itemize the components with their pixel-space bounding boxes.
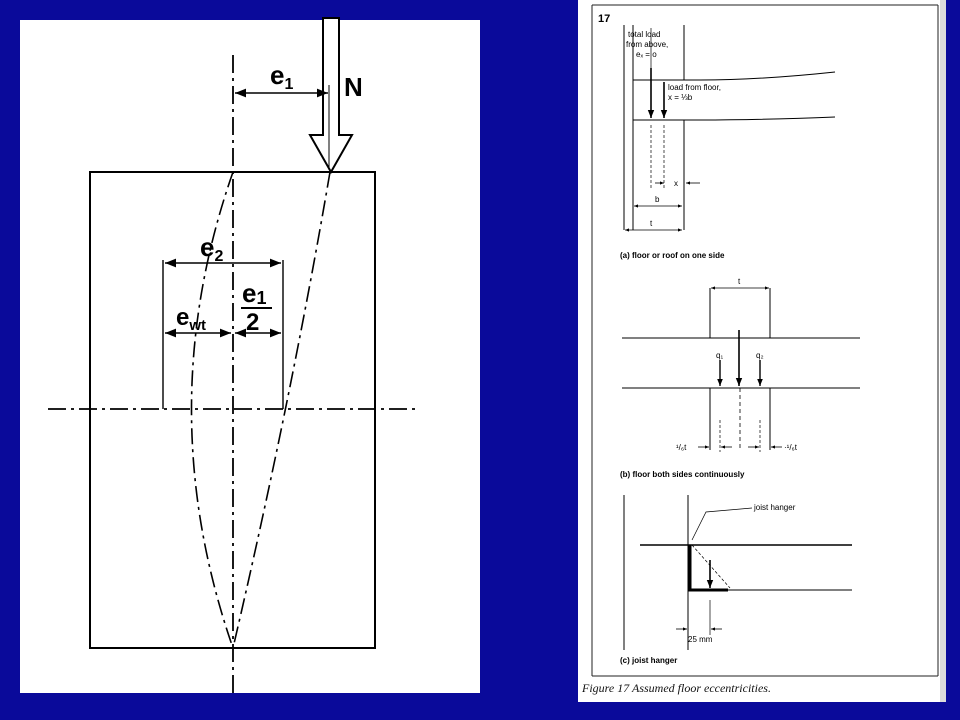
ewt-label: ewt [176,304,206,334]
svg-text:2: 2 [246,309,259,336]
part-c-joist-hanger: joist hanger 25 mm (c) joist hanger [620,495,852,665]
figure-number: 17 [598,13,610,25]
q1-label: q₁ [716,351,723,360]
thrust-line-inner [232,171,331,649]
figure-caption: Figure 17 Assumed floor eccentricities. [582,681,771,695]
total-load-text-2: from above, [626,40,668,49]
part-b-caption: (b) floor both sides continuously [620,470,745,479]
right-sixth-t: ·¹/₆t [784,443,798,452]
left-sixth-t: ¹/₆t [676,443,687,452]
part-a-floor-one-side: total load from above, eₓ = o load from … [620,25,836,260]
e2-label: e2 [200,232,223,265]
total-load-text-1: total load [628,30,660,39]
right-figure-panel [578,0,940,702]
dim-x-label: x [674,179,678,188]
part-a-caption: (a) floor or roof on one side [620,251,725,260]
part-b-dim-t: t [738,277,741,286]
load-n-label: N [344,72,363,102]
thrust-line-outer [190,171,234,649]
floor-load-text-2: x = ⅓b [668,93,693,102]
total-load-text-3: eₓ = o [636,50,657,59]
svg-text:e1: e1 [242,278,266,308]
dim-25mm: 25 mm [688,635,713,644]
load-n-arrow [308,17,354,175]
dim-b-label: b [655,195,660,204]
floor-eccentricity-figure: 17 total load from above, eₓ = [591,4,939,677]
left-diagram-panel [20,20,480,693]
q2-label: q₂ [756,351,764,360]
floor-load-text-1: load from floor, [668,83,721,92]
dim-t-label: t [650,219,653,228]
scan-edge-strip [940,0,946,702]
e1-label: e1 [270,60,293,93]
joist-hanger-label: joist hanger [753,503,796,512]
half-e1-fraction: e1 2 [241,278,272,336]
wall-eccentricity-diagram: N e1 e2 ewt e1 2 [48,17,420,693]
part-b-floor-both-sides: t q₁ q₂ ¹/₆t ·¹/₆t (b) floor both sides … [620,277,860,479]
part-c-caption: (c) joist hanger [620,656,677,665]
